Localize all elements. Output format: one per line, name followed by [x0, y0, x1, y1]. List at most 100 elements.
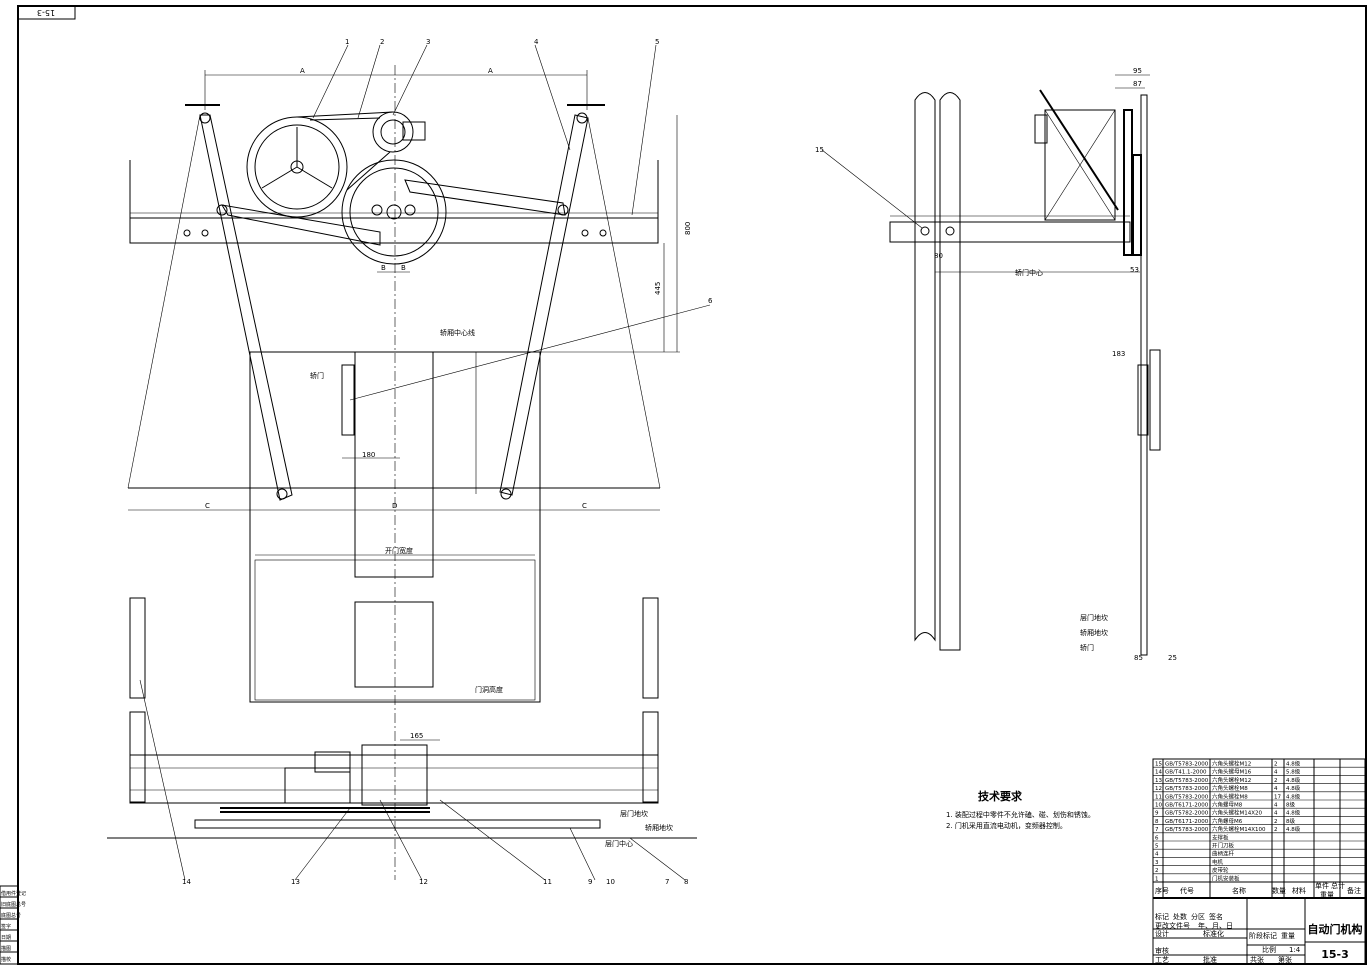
balloon-7: 7 [665, 878, 669, 886]
bom-cell-material: 4.8级 [1286, 760, 1301, 768]
dim-87: 87 [1133, 80, 1142, 88]
bom-cell-name: 六角头螺栓M8 [1212, 784, 1248, 792]
bom-cell-name: 皮带轮 [1212, 866, 1229, 874]
bom-cell-no: 3 [1155, 860, 1159, 866]
balloon-8: 8 [684, 878, 688, 886]
bom-cell-name: 六角头螺栓M12 [1212, 760, 1251, 768]
bom-cell-no: 5 [1155, 844, 1159, 850]
tb-sign: 签名 [1209, 912, 1223, 921]
bom-cell-material: 4.8级 [1286, 792, 1301, 800]
hdr-remark: 备注 [1347, 886, 1361, 895]
title-block: 标记 处数 分区 签名 更改文件号 年、月、日 设计 标准化 审核 工艺 批准 … [1153, 898, 1365, 964]
balloon-13: 13 [291, 878, 300, 886]
balloon-9: 9 [588, 878, 592, 886]
dim-180: 180 [362, 451, 375, 459]
balloon-14: 14 [182, 878, 191, 886]
left-arm [199, 114, 293, 501]
bom-cell-code: GB/T5783-2000 [1165, 762, 1209, 768]
dim-c-right: C [582, 502, 587, 510]
dim-183: 183 [1112, 350, 1125, 358]
balloon-11: 11 [543, 878, 552, 886]
bom-cell-name: 六角螺母M6 [1212, 817, 1243, 825]
bom-cell-no: 14 [1155, 770, 1162, 776]
tb-number: 15-3 [1321, 948, 1349, 961]
strip-label: 日期 [1, 935, 11, 941]
bom-cell-no: 11 [1155, 794, 1162, 800]
label-hall-sill: 层门地坎 [620, 809, 648, 818]
bom-cell-name: 开门刀板 [1212, 842, 1235, 850]
label-car-sill: 轿厢地坎 [645, 823, 673, 832]
drawing-number-tab [17, 5, 76, 20]
label-side-car-door: 轿门 [1080, 643, 1094, 652]
bom-cell-code: GB/T5783-2000 [1165, 794, 1209, 800]
bom-cell-code: GB/T6171-2000 [1165, 819, 1209, 825]
dim-b-right: B [401, 264, 406, 272]
bom-cell-no: 10 [1155, 803, 1162, 809]
tb-change: 更改文件号 [1155, 921, 1190, 930]
label-door-height: 门洞高度 [475, 685, 503, 694]
dim-85: 85 [1134, 654, 1143, 662]
strip-label: 签字 [1, 923, 11, 930]
dim-80: 80 [934, 252, 943, 260]
tb-date: 年、月、日 [1198, 921, 1233, 930]
dim-800: 800 [684, 222, 692, 235]
balloon-1: 1 [345, 38, 349, 46]
bom-cell-qty: 4 [1274, 803, 1278, 809]
hdr-total: 总计 [1331, 881, 1345, 890]
bom-cell-qty: 2 [1274, 778, 1278, 784]
drawing-number-rotated: 15-3 [37, 8, 55, 17]
bom-cell-qty: 2 [1274, 762, 1278, 768]
bom-cell-qty: 4 [1274, 811, 1278, 817]
side-view: 95 87 53 183 85 25 80 轿门中心 层门地坎 轿厢地坎 轿门 [821, 67, 1177, 662]
balloon-15: 15 [815, 146, 824, 154]
tb-stage: 阶段标记 [1249, 931, 1277, 940]
bom-cell-name: 电机 [1212, 858, 1224, 866]
bom-cell-no: 4 [1155, 852, 1159, 858]
tech-requirements: 技术要求 1. 装配过程中零件不允许磕、碰、划伤和锈蚀。 2. 门机采用直流电动… [946, 789, 1095, 830]
tb-sheet: 第张 [1278, 955, 1292, 964]
bom-cell-material: 4.8级 [1286, 825, 1301, 833]
hdr-no: 序号 [1155, 886, 1169, 895]
label-side-b: 层门中心 [605, 839, 633, 848]
tb-count: 处数 [1173, 912, 1187, 921]
tech-req-1: 1. 装配过程中零件不允许磕、碰、划伤和锈蚀。 [946, 810, 1095, 819]
balloon-labels: 1 2 3 4 5 6 7 8 9 10 11 12 13 14 15 [182, 38, 824, 886]
tb-standard: 标准化 [1203, 929, 1224, 938]
tb-process: 工艺 [1155, 956, 1169, 964]
bom-cell-name: 六角头螺栓M8 [1212, 792, 1248, 800]
dim-c-left: C [205, 502, 210, 510]
label-side-car-sill: 轿厢地坎 [1080, 628, 1108, 637]
dim-53: 53 [1130, 266, 1139, 274]
bom-cell-code: GB/T5782-2000 [1165, 811, 1209, 817]
strip-label: 描图 [1, 945, 11, 952]
tb-sheets: 共张 [1250, 955, 1264, 964]
tb-ratio: 比例 [1262, 945, 1276, 954]
bom-cell-name: 六角头螺栓M14X20 [1212, 809, 1263, 817]
bom-cell-material: 4.8级 [1286, 776, 1301, 784]
dim-25: 25 [1168, 654, 1177, 662]
strip-label: 借用件登记 [1, 890, 26, 897]
tb-scale: 1:4 [1289, 946, 1301, 954]
bom-cell-name: 六角头螺母M16 [1212, 768, 1252, 776]
bom-cell-qty: 2 [1274, 827, 1278, 833]
balloon-3: 3 [426, 38, 430, 46]
bom-cell-no: 9 [1155, 811, 1159, 817]
bom-cell-name: 支撑板 [1212, 833, 1229, 841]
right-arm [499, 114, 589, 496]
bom-cell-code: GB/T41.1-2000 [1165, 770, 1207, 776]
dim-445: 445 [654, 282, 662, 295]
bom-cell-name: 六角头螺栓M14X100 [1212, 825, 1266, 833]
dim-b-left: B [381, 264, 386, 272]
bom-cell-material: 5.8级 [1286, 768, 1301, 776]
balloon-4: 4 [534, 38, 539, 46]
bom-header: 序号 代号 名称 数量 材料 单件 总计 重量 备注 [1155, 881, 1361, 899]
bom-cell-material: 8级 [1286, 801, 1295, 809]
hdr-single: 单件 [1315, 881, 1329, 890]
bom-cell-code: GB/T6171-2000 [1165, 803, 1209, 809]
bom-cell-code: GB/T5783-2000 [1165, 786, 1209, 792]
tb-title: 自动门机构 [1308, 922, 1363, 936]
hdr-qty: 数量 [1272, 886, 1286, 895]
bom-cell-name: 六角螺母M8 [1212, 801, 1243, 809]
hdr-material: 材料 [1292, 886, 1306, 895]
bom-cell-code: GB/T5783-2000 [1165, 778, 1209, 784]
